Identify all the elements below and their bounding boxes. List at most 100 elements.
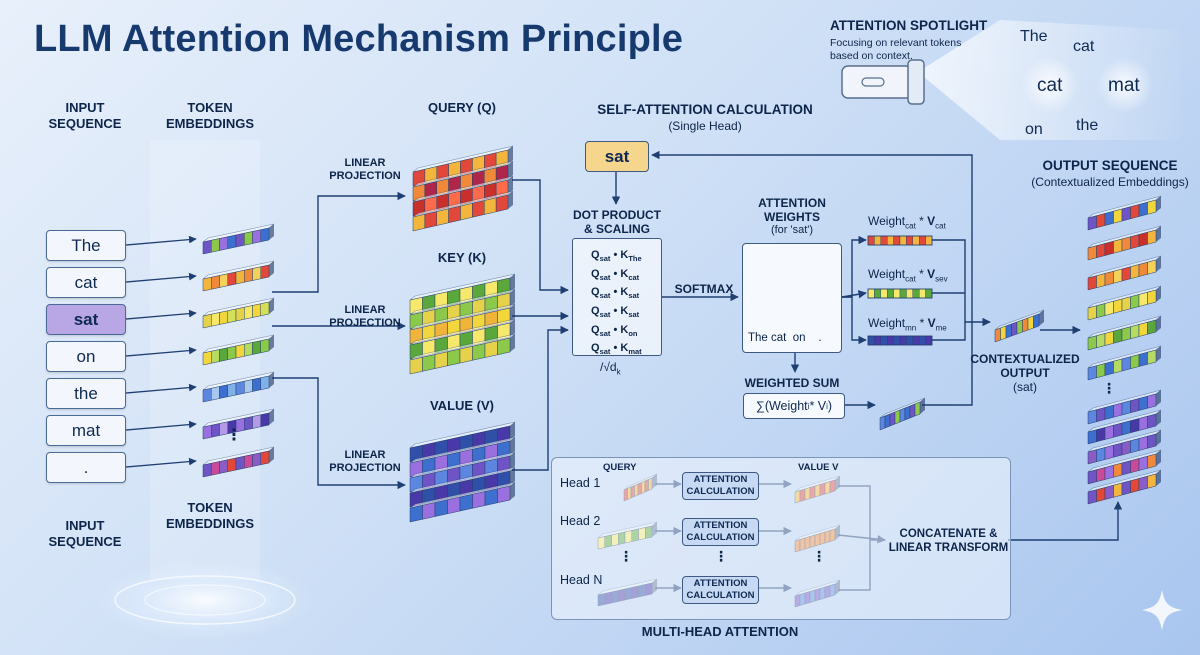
input-footer-1: INPUT [65,518,105,533]
output-vector [1087,285,1162,321]
spotlight-word: cat [1037,75,1063,96]
term-v: V [927,267,936,281]
sum-expr: ∑(Weight [755,399,808,413]
head-label: Head 1 [560,476,601,490]
input-token[interactable]: cat [46,267,126,298]
token-embedding-vector [202,446,275,478]
portal-ring [114,575,296,625]
mh-query-label: QUERY [603,462,637,473]
scale-sub: k [616,367,621,377]
input-token[interactable]: . [46,452,126,483]
token-arrow [125,309,197,320]
input-token[interactable]: the [46,378,126,409]
spotlight-word: The [1020,28,1048,45]
concat-label-1: CONCATENATE & [899,528,998,540]
output-title: OUTPUT SEQUENCE [1042,158,1178,173]
self-attention-title: SELF-ATTENTION CALCULATION [597,102,813,117]
token-arrow [125,272,197,283]
weighted-term-vector [867,335,933,346]
head-label: Head 2 [560,514,601,528]
term-v: V [927,214,936,228]
weights-axis-labels: The cat on . [748,332,822,344]
token-arrows [125,235,197,468]
token-arrow [125,457,197,468]
term-w: Weight [868,316,906,330]
weights-title-2: WEIGHTS [764,210,820,224]
concat-label-2: LINEAR TRANSFORM [888,542,1009,554]
weighted-sum-vector [879,397,926,431]
term-w: Weight [868,214,906,228]
projection-label-k-1: LINEAR [344,304,386,316]
calc-line1: ATTENTION [693,474,748,485]
token-embedding-vector [202,334,275,366]
portal-ring-inner [144,584,266,616]
spotlight-glow-mat [1097,57,1153,113]
input-footer-2: SEQUENCE [48,534,122,549]
token-embedding-vector [202,260,275,292]
value-vector [409,481,516,523]
token-arrow [125,346,197,357]
weights-title-3: (for 'sat') [770,224,814,236]
spotlight-word: cat [1073,38,1095,55]
sum-end: ) [827,399,833,413]
term-v: V [927,316,936,330]
matrix-row: Qsat • Ksat [591,286,640,301]
output-vector [1087,469,1162,505]
contextualized-vector [994,309,1045,343]
mh-value-label: VALUE V [798,462,839,473]
weighted-term-vector [867,235,933,246]
token-embedding-vector [202,371,275,403]
output-vector [1087,195,1162,231]
matrix-row: Qsat • Kcat [591,267,640,282]
output-vector [1087,315,1162,351]
output-vector [1087,409,1162,445]
input-token-selected[interactable]: sat [46,304,126,335]
token-embedding-vector [202,297,275,329]
embeddings-header-1: TOKEN [187,100,233,115]
weighted-term-2: Weightcat * Vsev [868,267,948,284]
spotlight-caption-1: Focusing on relevant tokens [830,37,962,49]
embeddings-footer-1: TOKEN [187,500,233,515]
spotlight-word: the [1076,117,1099,134]
weighted-term-vector [867,288,933,299]
output-ellipsis: ⋮ [1102,380,1116,396]
term-vs: me [935,323,947,333]
output-vector [1087,429,1162,465]
key-vector [409,333,516,375]
calc-line2: CALCULATION [686,590,755,601]
term-vs: cat [935,221,946,231]
weighted-term-1: Weightcat * Vcat [868,214,946,231]
sum-i: i [807,401,810,411]
input-token[interactable]: mat [46,415,126,446]
weighted-sum-title: WEIGHTED SUM [744,376,840,390]
page-title: LLM Attention Mechanism Principle [34,18,684,60]
projection-label-q-2: PROJECTION [329,170,401,182]
multi-head-title: MULTI-HEAD ATTENTION [641,624,799,639]
self-attention-subtitle: (Single Head) [668,119,742,133]
spotlight-glow-cat [1022,57,1078,113]
spotlight-caption-2: based on context. [830,50,913,62]
spotlight-word: on [1025,121,1043,138]
output-vector [1087,345,1162,381]
query-token-sat[interactable]: sat [585,141,649,172]
term-ws: cat [905,221,916,231]
multi-head-panel [551,457,1011,620]
spotlight-title: ATTENTION SPOTLIGHT [830,18,988,33]
term-ws: cat [905,274,916,284]
input-token[interactable]: on [46,341,126,372]
input-token[interactable]: The [46,230,126,261]
input-header-2: SEQUENCE [48,116,122,131]
scale-label: /√dk [600,360,621,379]
contextualized-label-1: CONTEXTUALIZED [970,352,1080,366]
attention-weights-chart [742,243,842,353]
matrix-row: Qsat • Ksat [591,305,640,320]
mh-dots: ⋮ [812,548,826,564]
embeddings-ellipsis: ⋮ [226,427,242,444]
query-label: QUERY (Q) [428,100,496,115]
calc-line1: ATTENTION [693,520,748,531]
portal-glow [95,560,315,640]
